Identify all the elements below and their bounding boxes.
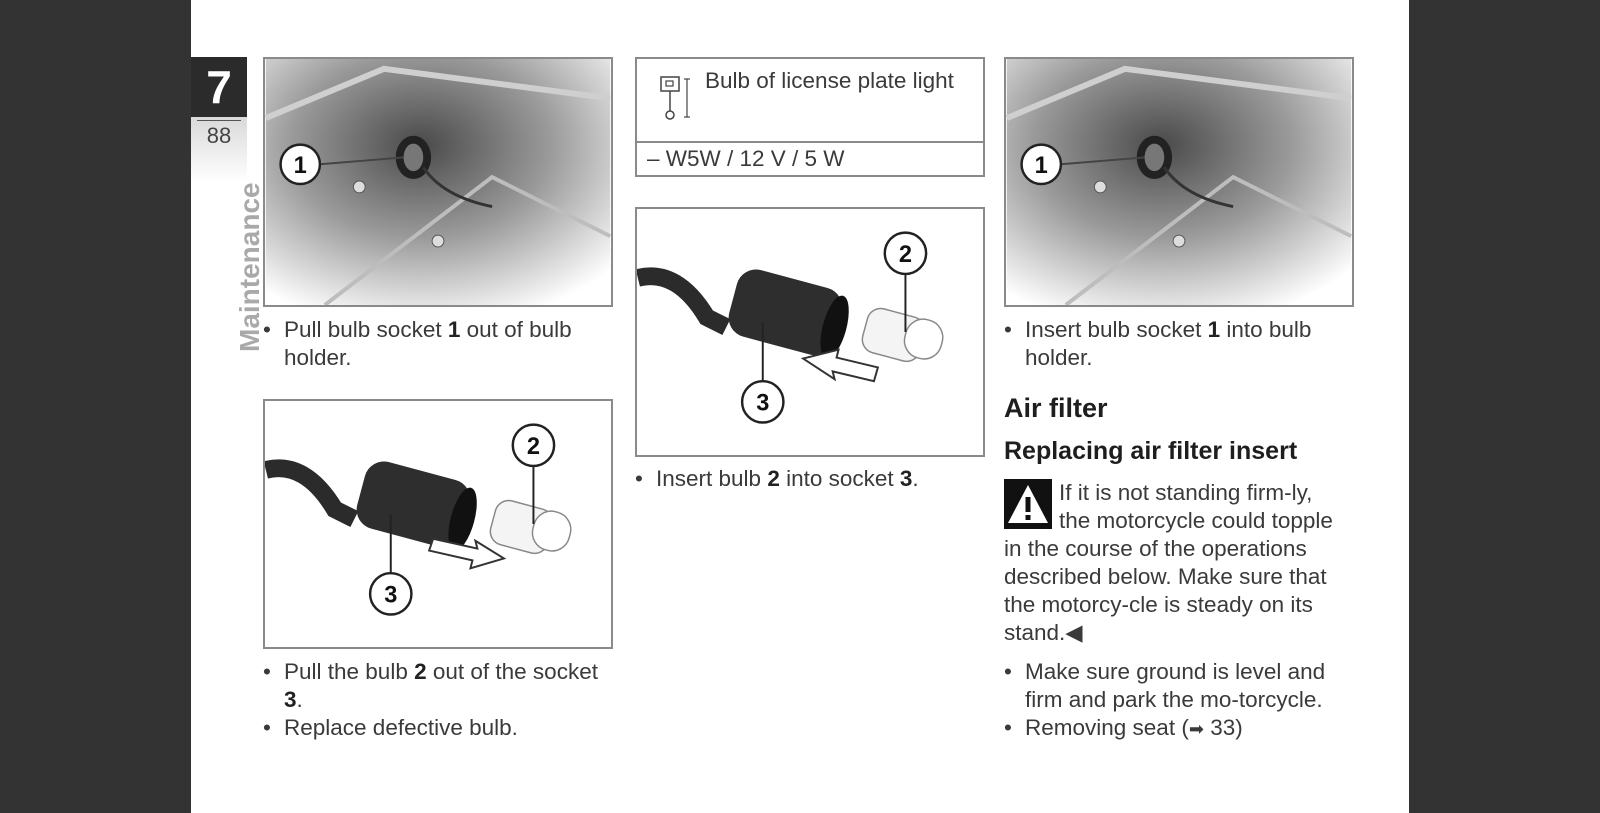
- warning-text: If it is not standing firm-ly, the motor…: [1004, 480, 1333, 645]
- tab-divider: [197, 120, 241, 121]
- instruction-list-4: Insert bulb socket 1 into bulb holder.: [1004, 316, 1354, 372]
- figure-bulb-socket-removal: 1: [263, 57, 613, 307]
- callout-2: 2: [899, 242, 912, 268]
- callout-3: 3: [756, 391, 769, 417]
- instruction-item: Pull bulb socket 1 out of bulb holder.: [263, 316, 613, 372]
- instruction-list-5: Make sure ground is level and firm and p…: [1004, 658, 1354, 743]
- instruction-item: Insert bulb 2 into socket 3.: [635, 465, 985, 493]
- spec-label: Bulb of license plate light: [705, 68, 954, 93]
- bulb-icon: [660, 76, 690, 120]
- section-heading: Air filter: [1004, 393, 1108, 423]
- bulb-insert-illustration: 2 3: [637, 231, 944, 424]
- instruction-item: Pull the bulb 2 out of the socket 3.: [263, 658, 613, 714]
- instruction-item: Make sure ground is level and firm and p…: [1004, 658, 1354, 714]
- instruction-list-2: Pull the bulb 2 out of the socket 3. Rep…: [263, 658, 613, 742]
- warning-icon: [1004, 479, 1052, 529]
- figure-bulb-socket-insert: 1: [1004, 57, 1354, 307]
- figure-bulb-insert: 2 3: [635, 207, 985, 457]
- bulb-spec-table: Bulb of license plate light – W5W / 12 V…: [635, 57, 985, 177]
- instruction-list-3: Insert bulb 2 into socket 3.: [635, 465, 985, 493]
- warning-block: If it is not standing firm-ly, the motor…: [1004, 479, 1339, 647]
- figure-bulb-pull-out: 2 3: [263, 399, 613, 649]
- spec-value: – W5W / 12 V / 5 W: [647, 146, 845, 171]
- bulb-holder-illustration: 1: [265, 59, 611, 305]
- chapter-number: 7: [206, 61, 232, 113]
- callout-2: 2: [527, 434, 540, 460]
- callout-1: 1: [1035, 153, 1048, 179]
- spec-header-row: Bulb of license plate light: [637, 59, 983, 143]
- subsection-heading: Replacing air filter insert: [1004, 437, 1298, 465]
- callout-1: 1: [294, 153, 307, 179]
- section-label: Maintenance: [234, 182, 265, 352]
- callout-3: 3: [384, 583, 397, 609]
- manual-page: 7 88 Maintenance 1 Pull bulb socket 1 o: [191, 0, 1409, 813]
- arrow-right-icon: ➡: [1188, 719, 1204, 739]
- bulb-socket-illustration: 2 3: [265, 423, 572, 616]
- instruction-list-1: Pull bulb socket 1 out of bulb holder.: [263, 316, 613, 372]
- instruction-item: Insert bulb socket 1 into bulb holder.: [1004, 316, 1354, 372]
- chapter-tab: 7 88: [191, 57, 247, 182]
- page-number: 88: [206, 123, 232, 148]
- bulb-holder-illustration: 1: [1006, 59, 1352, 305]
- instruction-item: Replace defective bulb.: [263, 714, 613, 742]
- page-reference-link[interactable]: 33: [1210, 715, 1236, 740]
- instruction-item: Removing seat (➡ 33): [1004, 714, 1354, 743]
